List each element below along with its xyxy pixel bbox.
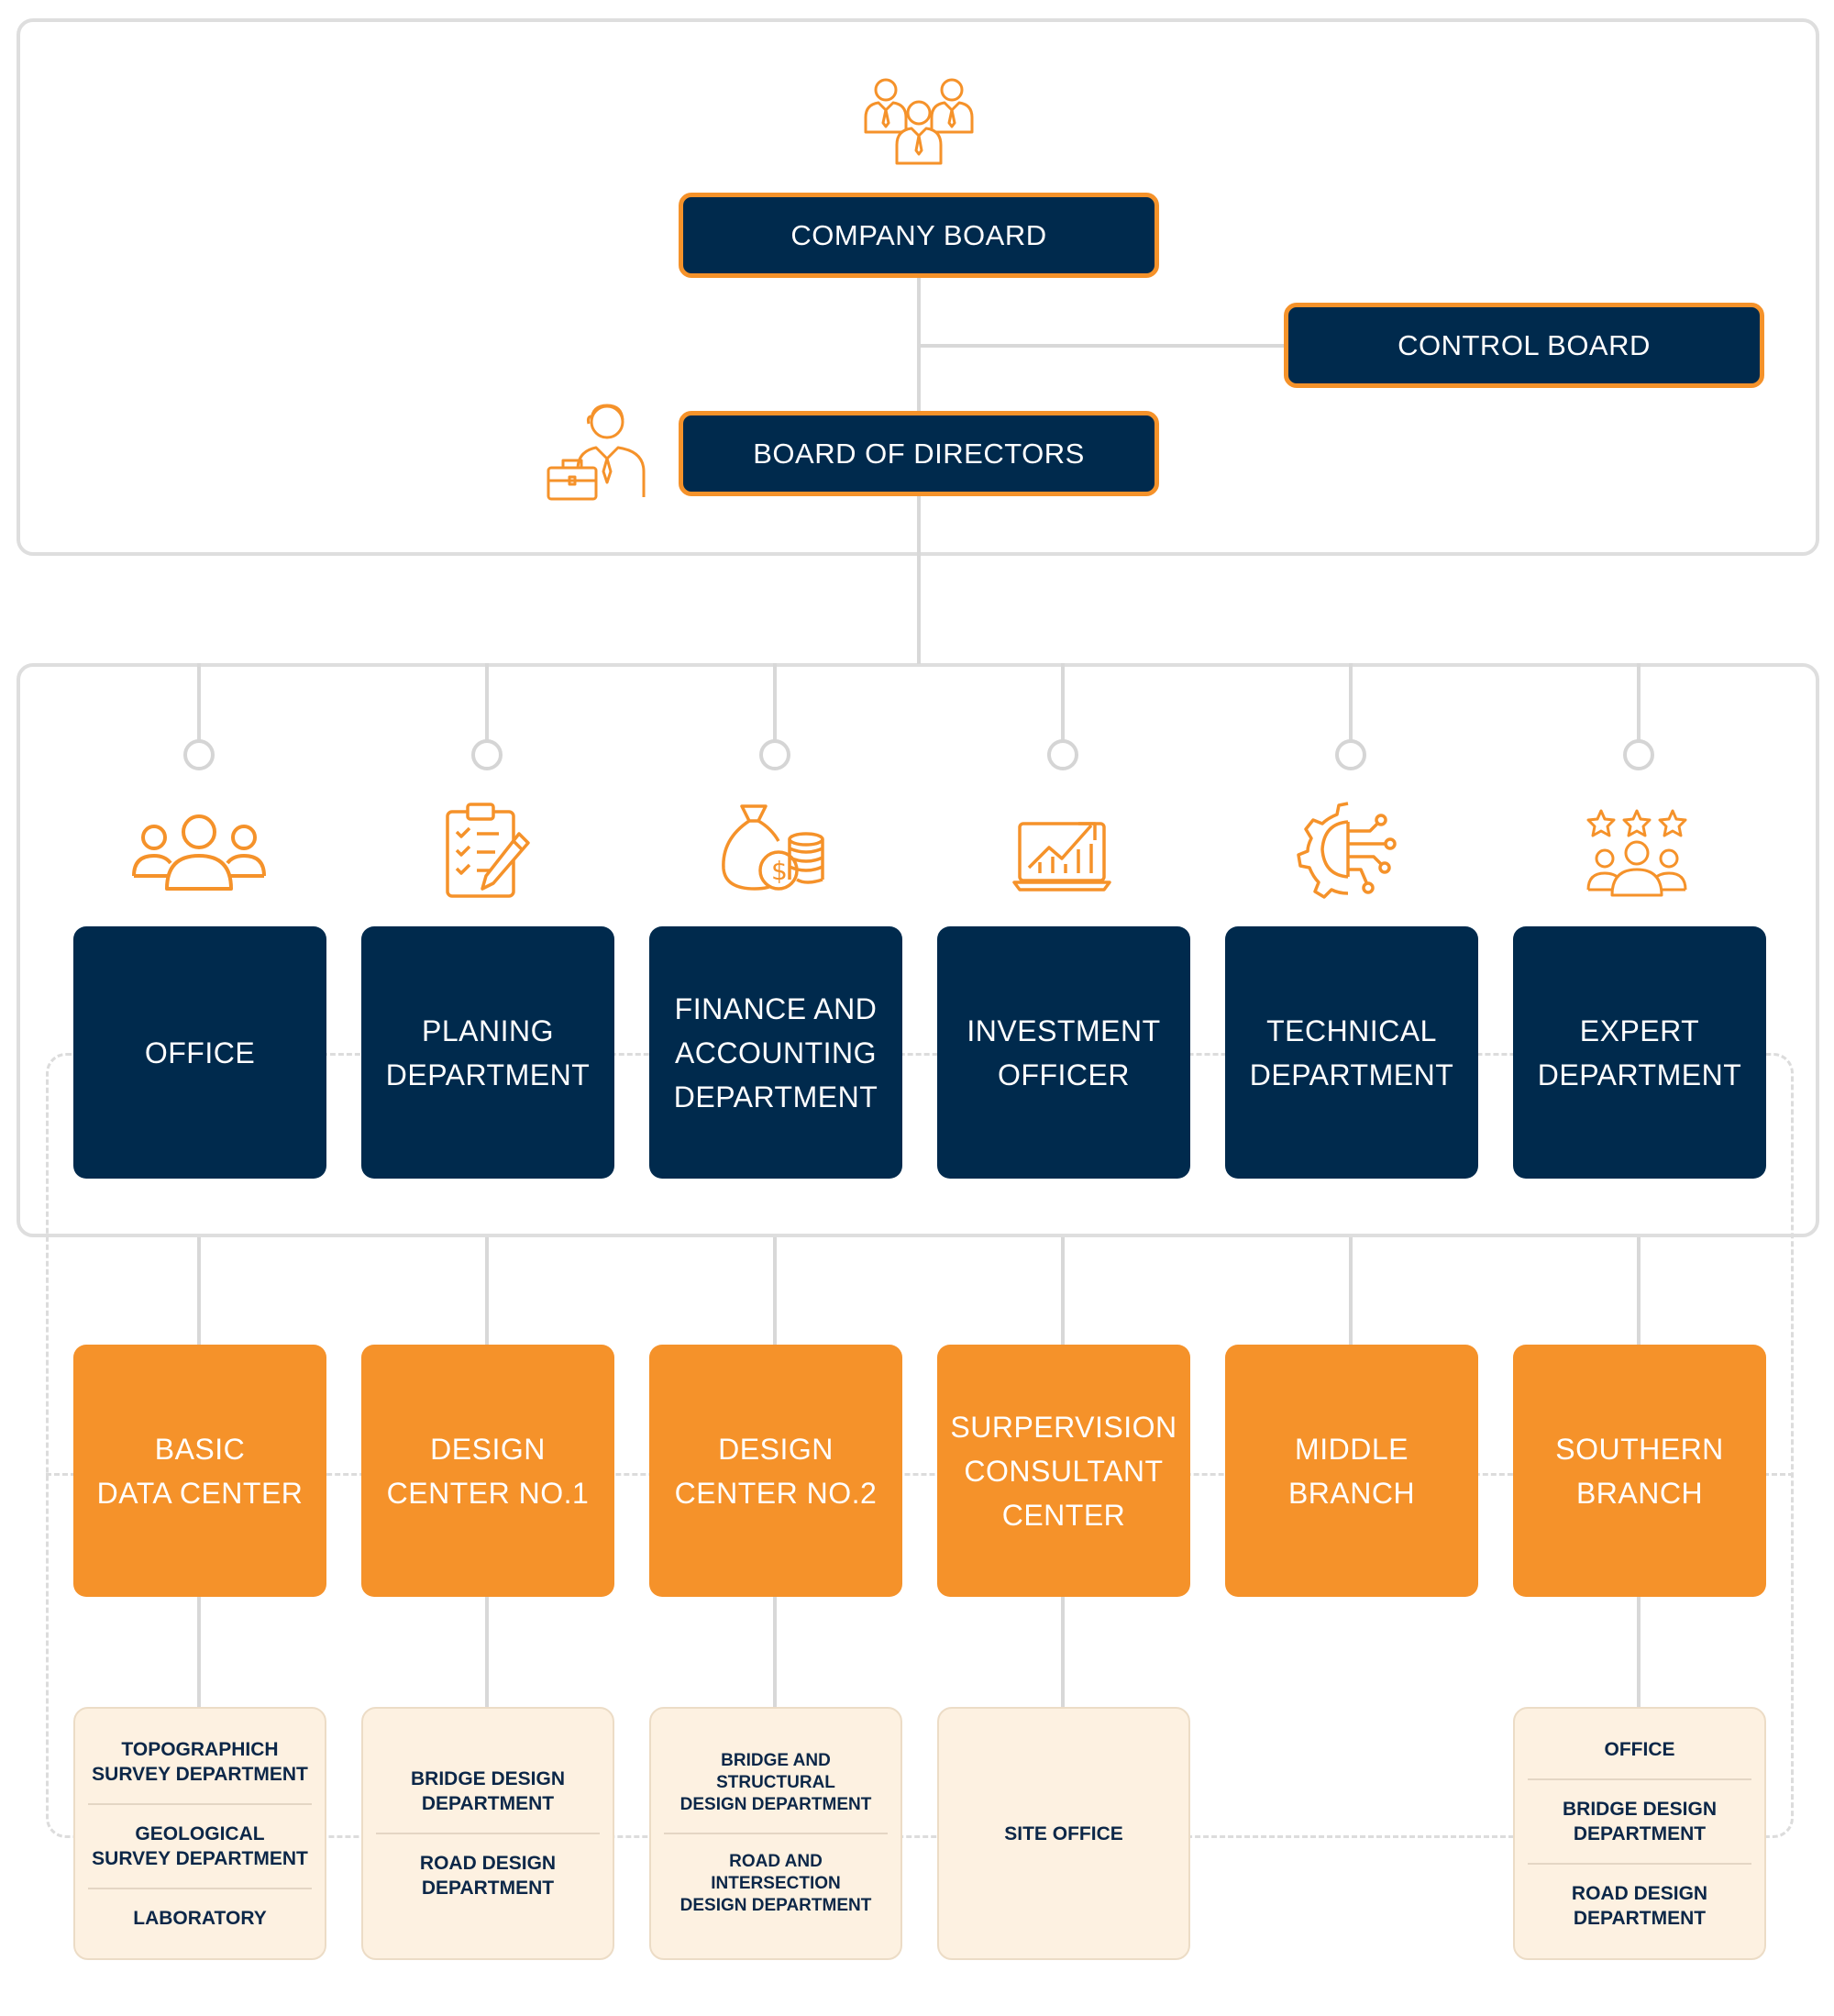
dashed-divider — [46, 1473, 1794, 1476]
money-bag-coins-icon: $ — [718, 801, 828, 892]
board-members-icon — [860, 72, 978, 165]
list-item[interactable]: OFFICE — [1604, 1738, 1675, 1760]
dept-technical[interactable]: TECHNICAL DEPARTMENT — [1225, 926, 1478, 1179]
board-of-directors[interactable]: BOARD OF DIRECTORS — [679, 411, 1159, 496]
group-people-icon — [130, 812, 268, 891]
growth-chart-laptop-icon — [1012, 805, 1111, 893]
list-item[interactable]: TOPOGRAPHICH SURVEY DEPARTMENT — [92, 1738, 308, 1785]
list-item[interactable]: BRIDGE DESIGN DEPARTMENT — [410, 1768, 566, 1814]
dept-planning[interactable]: PLANING DEPARTMENT — [361, 926, 614, 1179]
list-item[interactable]: GEOLOGICAL SURVEY DEPARTMENT — [88, 1802, 312, 1888]
center-design-2[interactable]: DESIGN CENTER NO.2 — [649, 1345, 902, 1597]
list-item[interactable]: SITE OFFICE — [1004, 1822, 1123, 1844]
list-item[interactable]: ROAD DESIGN DEPARTMENT — [376, 1833, 600, 1917]
company-board[interactable]: COMPANY BOARD — [679, 193, 1159, 278]
dept-finance-accounting[interactable]: FINANCE AND ACCOUNTING DEPARTMENT — [649, 926, 902, 1179]
clipboard-checklist-icon — [442, 799, 534, 902]
southern-branch[interactable]: SOUTHERN BRANCH — [1513, 1345, 1766, 1597]
rated-experts-icon — [1585, 807, 1689, 897]
svg-text:$: $ — [771, 856, 788, 886]
list-item[interactable]: LABORATORY — [88, 1887, 312, 1947]
southern-branch-sub-units: OFFICE BRIDGE DESIGN DEPARTMENT ROAD DES… — [1513, 1707, 1766, 1960]
list-item[interactable]: BRIDGE AND STRUCTURAL DESIGN DEPARTMENT — [679, 1751, 872, 1814]
control-board[interactable]: CONTROL BOARD — [1284, 303, 1764, 388]
design-1-sub-units: BRIDGE DESIGN DEPARTMENT ROAD DESIGN DEP… — [361, 1707, 614, 1960]
connector-control — [919, 344, 1286, 348]
departments-panel — [17, 663, 1819, 1237]
supervision-sub-units: SITE OFFICE — [937, 1707, 1190, 1960]
list-item[interactable]: ROAD AND INTERSECTION DESIGN DEPARTMENT — [664, 1833, 888, 1933]
center-design-1[interactable]: DESIGN CENTER NO.1 — [361, 1345, 614, 1597]
dashed-frame — [46, 1053, 1794, 1838]
dept-expert[interactable]: EXPERT DEPARTMENT — [1513, 926, 1766, 1179]
design-2-sub-units: BRIDGE AND STRUCTURAL DESIGN DEPARTMENT … — [649, 1707, 902, 1960]
dept-office[interactable]: OFFICE — [73, 926, 326, 1179]
gear-circuit-icon — [1297, 798, 1401, 901]
businessman-briefcase-icon — [543, 394, 651, 503]
center-basic-data[interactable]: BASIC DATA CENTER — [73, 1345, 326, 1597]
middle-branch[interactable]: MIDDLE BRANCH — [1225, 1345, 1478, 1597]
list-item[interactable]: ROAD DESIGN DEPARTMENT — [1528, 1862, 1751, 1947]
basic-data-sub-units: TOPOGRAPHICH SURVEY DEPARTMENT GEOLOGICA… — [73, 1707, 326, 1960]
list-item[interactable]: BRIDGE DESIGN DEPARTMENT — [1528, 1778, 1751, 1863]
center-supervision-consultant[interactable]: SURPERVISION CONSULTANT CENTER — [937, 1345, 1190, 1597]
dept-investment-officer[interactable]: INVESTMENT OFFICER — [937, 926, 1190, 1179]
